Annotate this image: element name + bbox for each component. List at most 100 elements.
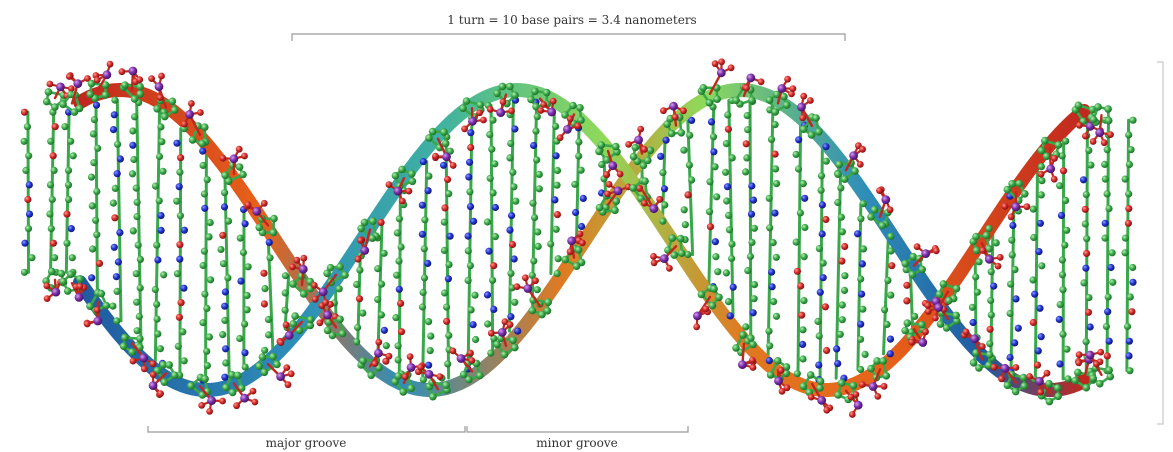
oxygen-atom xyxy=(979,343,986,350)
carbon-atom xyxy=(64,287,72,295)
phosphorus-atom xyxy=(73,79,82,88)
oxygen-atom xyxy=(859,381,866,388)
carbon-atom xyxy=(489,117,496,124)
phosphorus-atom xyxy=(407,363,416,372)
carbon-atom xyxy=(394,229,401,236)
carbon-atom xyxy=(1126,367,1133,374)
nitrogen-atom xyxy=(858,291,865,298)
carbon-atom xyxy=(282,307,289,314)
carbon-atom xyxy=(339,330,347,338)
carbon-atom xyxy=(324,327,332,335)
oxygen-atom xyxy=(311,282,318,289)
carbon-atom xyxy=(823,158,830,165)
phosphorus-atom xyxy=(285,331,294,340)
oxygen-atom xyxy=(300,255,307,262)
carbon-atom xyxy=(857,215,864,222)
oxygen-atom xyxy=(378,219,385,226)
nitrogen-atom xyxy=(817,289,824,296)
carbon-atom xyxy=(234,372,242,380)
carbon-atom xyxy=(442,381,450,389)
carbon-atom xyxy=(712,253,719,260)
nitrogen-atom xyxy=(1102,220,1109,227)
carbon-atom xyxy=(1129,264,1136,271)
oxygen-atom xyxy=(1128,308,1135,315)
carbon-atom xyxy=(575,153,582,160)
carbon-atom xyxy=(544,298,552,306)
oxygen-atom xyxy=(887,206,894,213)
oxygen-atom xyxy=(178,299,185,306)
carbon-atom xyxy=(630,153,638,161)
carbon-atom xyxy=(986,351,994,359)
oxygen-atom xyxy=(822,303,829,310)
nitrogen-atom xyxy=(970,319,977,326)
phosphorus-atom xyxy=(921,249,930,258)
carbon-atom xyxy=(506,154,513,161)
carbon-atom xyxy=(767,371,775,379)
carbon-atom xyxy=(484,320,491,327)
carbon-atom xyxy=(1004,382,1012,390)
carbon-atom xyxy=(744,267,751,274)
carbon-atom xyxy=(530,257,537,264)
carbon-atom xyxy=(393,272,400,279)
carbon-atom xyxy=(859,306,866,313)
carbon-atom xyxy=(598,141,606,149)
oxygen-atom xyxy=(450,348,457,355)
oxygen-atom xyxy=(66,73,73,80)
nitrogen-atom xyxy=(111,111,118,118)
carbon-atom xyxy=(204,362,211,369)
carbon-atom xyxy=(686,162,693,169)
carbon-atom xyxy=(177,212,184,219)
carbon-atom xyxy=(1007,310,1014,317)
carbon-atom xyxy=(1074,369,1082,377)
carbon-atom xyxy=(425,318,432,325)
carbon-atom xyxy=(974,289,981,296)
carbon-atom xyxy=(198,140,206,148)
carbon-atom xyxy=(723,140,730,147)
oxygen-atom xyxy=(197,109,204,116)
carbon-atom xyxy=(596,204,604,212)
carbon-atom xyxy=(236,163,244,171)
carbon-atom xyxy=(678,129,686,137)
phosphorus-atom xyxy=(738,360,747,369)
carbon-atom xyxy=(171,371,179,379)
carbon-atom xyxy=(800,125,808,133)
nitrogen-atom xyxy=(1126,338,1133,345)
oxygen-atom xyxy=(176,241,183,248)
carbon-atom xyxy=(867,213,875,221)
carbon-atom xyxy=(698,291,706,299)
oxygen-atom xyxy=(749,357,756,364)
carbon-atom xyxy=(538,311,546,319)
carbon-atom xyxy=(578,167,585,174)
oxygen-atom xyxy=(1083,250,1090,257)
carbon-atom xyxy=(76,275,84,283)
nitrogen-atom xyxy=(1015,325,1022,332)
carbon-atom xyxy=(130,156,137,163)
carbon-atom xyxy=(67,138,74,145)
base-pair-bond xyxy=(423,162,427,380)
nitrogen-atom xyxy=(180,285,187,292)
carbon-atom xyxy=(774,357,782,365)
carbon-atom xyxy=(773,313,780,320)
carbon-atom xyxy=(709,302,717,310)
oxygen-atom xyxy=(550,98,557,105)
carbon-atom xyxy=(969,304,976,311)
oxygen-atom xyxy=(480,117,487,124)
oxygen-atom xyxy=(617,171,624,178)
carbon-atom xyxy=(466,188,473,195)
carbon-atom xyxy=(1102,176,1109,183)
nitrogen-atom xyxy=(116,229,123,236)
carbon-atom xyxy=(533,156,540,163)
carbon-atom xyxy=(684,251,691,258)
oxygen-atom xyxy=(461,125,468,132)
carbon-atom xyxy=(1125,190,1132,197)
oxygen-atom xyxy=(718,58,725,65)
carbon-atom xyxy=(1041,137,1049,145)
carbon-atom xyxy=(552,123,559,130)
phosphorus-atom xyxy=(717,68,726,77)
carbon-atom xyxy=(1012,388,1020,396)
carbon-atom xyxy=(492,233,499,240)
carbon-atom xyxy=(838,379,846,387)
oxygen-atom xyxy=(1051,155,1058,162)
carbon-atom xyxy=(611,207,619,215)
carbon-atom xyxy=(532,128,539,135)
